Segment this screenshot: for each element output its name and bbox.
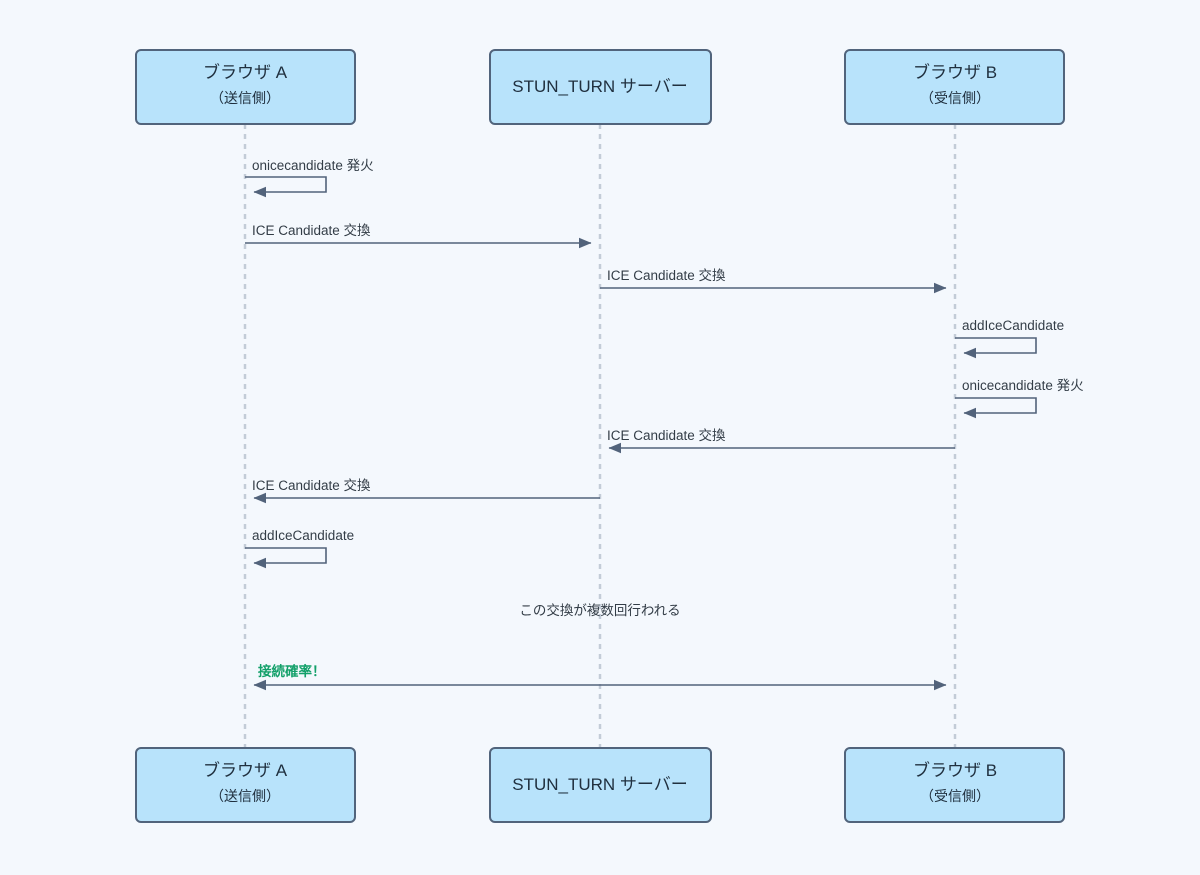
- note-repeat-exchange: この交換が複数回行われる: [519, 602, 680, 618]
- message-ice-candidate-exchange-stun-to-a[interactable]: ICE Candidate 交換: [252, 477, 600, 504]
- participant-box-browser-a[interactable]: [135, 49, 356, 125]
- message-arrow-m5: [955, 397, 1037, 419]
- participant-header-stun-turn-server[interactable]: STUN_TURN サーバー: [489, 49, 712, 125]
- message-connection-established[interactable]: 接続確率！: [253, 663, 947, 691]
- participant-subtitle-browser-b-footer: （受信側）: [920, 788, 990, 804]
- participant-box-browser-b[interactable]: [844, 49, 1065, 125]
- message-label-m7: ICE Candidate 交換: [252, 477, 371, 493]
- lifelines: [243, 124, 957, 748]
- message-ice-candidate-exchange-a-to-stun[interactable]: ICE Candidate 交換: [245, 222, 592, 249]
- message-onicecandidate-fire-a[interactable]: onicecandidate 発火: [245, 158, 374, 198]
- message-label-m8: addIceCandidate: [252, 528, 354, 543]
- participant-header-browser-a[interactable]: ブラウザ A （送信側）: [135, 49, 356, 125]
- message-label-m6: ICE Candidate 交換: [607, 427, 726, 443]
- participant-box-stun-turn-server[interactable]: [489, 49, 712, 125]
- participant-title-browser-b-footer: ブラウザ B: [913, 760, 997, 780]
- message-addicecandidate-b[interactable]: addIceCandidate: [955, 318, 1064, 359]
- participant-title-stun-turn-server: STUN_TURN サーバー: [512, 77, 688, 96]
- participant-title-browser-a: ブラウザ A: [203, 62, 288, 82]
- message-label-m1: onicecandidate 発火: [252, 158, 374, 173]
- participant-footer-browser-a[interactable]: ブラウザ A （送信側）: [135, 747, 356, 823]
- message-arrow-m8: [245, 547, 327, 569]
- participant-title-browser-b: ブラウザ B: [913, 62, 997, 82]
- participant-subtitle-browser-b: （受信側）: [920, 90, 990, 106]
- message-label-m3: ICE Candidate 交換: [607, 267, 726, 283]
- participant-subtitle-browser-a-footer: （送信側）: [210, 788, 280, 804]
- message-ice-candidate-exchange-stun-to-b[interactable]: ICE Candidate 交換: [600, 267, 947, 294]
- participant-subtitle-browser-a: （送信側）: [210, 90, 280, 106]
- message-label-m2: ICE Candidate 交換: [252, 222, 371, 238]
- message-ice-candidate-exchange-b-to-stun[interactable]: ICE Candidate 交換: [607, 427, 955, 454]
- participant-title-stun-turn-server-footer: STUN_TURN サーバー: [512, 775, 688, 794]
- message-arrow-m4: [955, 337, 1037, 359]
- participant-footer-browser-b[interactable]: ブラウザ B （受信側）: [844, 747, 1065, 823]
- message-label-m9: 接続確率！: [258, 663, 326, 679]
- message-addicecandidate-a[interactable]: addIceCandidate: [245, 528, 354, 569]
- participant-title-browser-a-footer: ブラウザ A: [203, 760, 288, 780]
- participant-footer-stun-turn-server[interactable]: STUN_TURN サーバー: [489, 747, 712, 823]
- participant-header-browser-b[interactable]: ブラウザ B （受信側）: [844, 49, 1065, 125]
- message-label-m5: onicecandidate 発火: [962, 378, 1084, 393]
- message-arrow-m1: [245, 176, 327, 198]
- message-onicecandidate-fire-b[interactable]: onicecandidate 発火: [955, 378, 1084, 419]
- participant-box-stun-turn-server-footer[interactable]: [489, 747, 712, 823]
- participant-box-browser-a-footer[interactable]: [135, 747, 356, 823]
- participant-box-browser-b-footer[interactable]: [844, 747, 1065, 823]
- message-label-m4: addIceCandidate: [962, 318, 1064, 333]
